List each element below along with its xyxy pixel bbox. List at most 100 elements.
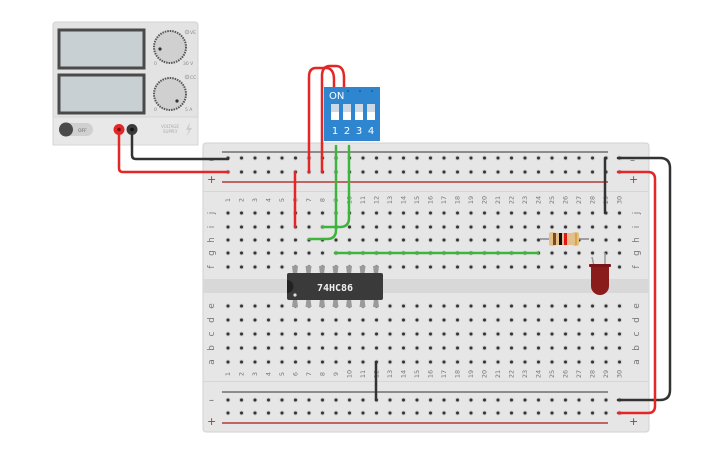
- current-max-label: 5 A: [185, 107, 193, 113]
- col-label-top: 23: [521, 196, 529, 204]
- col-label-bottom: 5: [278, 372, 286, 376]
- wires[interactable]: [117, 64, 672, 415]
- chip-label: 74HC86: [317, 283, 353, 294]
- row-label-c: c: [207, 331, 217, 336]
- row-label-b: b: [632, 345, 642, 351]
- wire-red-supply-plus[interactable]: [117, 133, 230, 174]
- voltage-knob[interactable]: [153, 30, 187, 64]
- col-label-top: 27: [575, 196, 583, 204]
- col-label-bottom: 16: [427, 370, 435, 378]
- col-label-top: 3: [251, 198, 259, 202]
- row-label-d: d: [207, 317, 217, 323]
- rail-minus-bottom-left: –: [209, 395, 214, 406]
- wire-black-supply-minus[interactable]: [130, 133, 230, 161]
- col-label-bottom: 11: [359, 370, 367, 378]
- power-switch[interactable]: OFF: [59, 122, 93, 137]
- col-label-bottom: 6: [292, 372, 300, 376]
- col-label-top: 15: [413, 196, 421, 204]
- col-label-bottom: 21: [494, 370, 502, 378]
- col-label-top: 21: [494, 196, 502, 204]
- col-label-bottom: 7: [305, 372, 313, 376]
- col-label-bottom: 15: [413, 370, 421, 378]
- col-label-bottom: 19: [467, 370, 475, 378]
- led[interactable]: [589, 253, 611, 295]
- col-label-bottom: 8: [319, 372, 327, 376]
- voltage-max-label: 30 V: [183, 61, 194, 67]
- col-label-bottom: 13: [386, 370, 394, 378]
- dip-switch-3[interactable]: 3: [355, 104, 363, 137]
- col-label-top: 1: [224, 198, 232, 202]
- wire-green-dip-1[interactable]: [307, 144, 338, 241]
- breadboard-holes[interactable]: [225, 155, 622, 416]
- rail-plus-bottom-right: +: [629, 415, 638, 428]
- current-knob[interactable]: [153, 77, 187, 111]
- col-label-bottom: 2: [238, 372, 246, 376]
- row-label-c: c: [632, 331, 642, 336]
- switch-label: OFF: [78, 128, 87, 134]
- wire-red-right-rail[interactable]: [616, 170, 657, 415]
- ic-chip[interactable]: 74HC86: [287, 266, 383, 307]
- col-label-top: 7: [305, 198, 313, 202]
- row-label-e: e: [632, 303, 642, 309]
- row-label-j: j: [632, 212, 642, 216]
- col-label-bottom: 1: [224, 372, 232, 376]
- col-label-bottom: 27: [575, 370, 583, 378]
- row-label-f: f: [207, 265, 217, 269]
- col-label-top: 11: [359, 196, 367, 204]
- wire-red-dip-1[interactable]: [307, 66, 336, 174]
- dip-switch-1[interactable]: 1: [331, 104, 339, 137]
- current-display: [57, 73, 146, 115]
- dip-number-2: 2: [344, 126, 350, 137]
- col-label-bottom: 20: [481, 370, 489, 378]
- col-label-top: 14: [400, 196, 408, 204]
- brand-label-2: SUPPLY: [163, 129, 178, 134]
- col-label-bottom: 22: [508, 370, 516, 378]
- dip-number-4: 4: [368, 126, 374, 137]
- col-label-top: 18: [454, 196, 462, 204]
- col-label-top: 4: [265, 198, 273, 202]
- row-label-i: i: [632, 226, 642, 229]
- col-label-top: 24: [535, 196, 543, 204]
- col-label-top: 20: [481, 196, 489, 204]
- power-supply[interactable]: VE 0 30 V CC 0 5 A OFF VOLTAGE SUPPLY: [52, 21, 199, 146]
- rail-plus-top-left: +: [207, 173, 216, 186]
- col-label-bottom: 18: [454, 370, 462, 378]
- col-label-bottom: 17: [440, 370, 448, 378]
- dip-on-label: ON: [329, 91, 344, 102]
- lightning-icon: [186, 122, 192, 137]
- dip-switch-4[interactable]: 4: [367, 104, 375, 137]
- col-label-top: 17: [440, 196, 448, 204]
- col-label-top: 22: [508, 196, 516, 204]
- voltage-min-label: 0: [154, 61, 157, 67]
- col-label-top: 19: [467, 196, 475, 204]
- row-label-f: f: [632, 265, 642, 269]
- center-channel: [203, 279, 649, 293]
- resistor[interactable]: [540, 232, 589, 246]
- row-label-a: a: [632, 359, 642, 365]
- col-label-bottom: 29: [602, 370, 610, 378]
- dip-number-3: 3: [356, 126, 362, 137]
- wire-red-dip-2[interactable]: [320, 64, 346, 174]
- col-label-top: 13: [386, 196, 394, 204]
- col-label-top: 5: [278, 198, 286, 202]
- row-label-g: g: [632, 250, 642, 256]
- col-label-bottom: 14: [400, 370, 408, 378]
- row-label-g: g: [207, 250, 217, 256]
- dip-switch-2[interactable]: 2: [343, 104, 351, 137]
- brand-label-1: VOLTAGE: [161, 124, 179, 129]
- breadboard[interactable]: – + – + – + – + 112233445566778899101011…: [202, 142, 650, 433]
- row-label-i: i: [207, 226, 217, 229]
- row-label-a: a: [207, 359, 217, 365]
- wire-green-dip-2[interactable]: [320, 144, 351, 229]
- col-label-bottom: 28: [589, 370, 597, 378]
- col-label-bottom: 10: [346, 370, 354, 378]
- col-label-bottom: 25: [548, 370, 556, 378]
- col-label-bottom: 26: [562, 370, 570, 378]
- wire-black-right-rail[interactable]: [616, 156, 672, 402]
- dip-number-1: 1: [332, 126, 338, 137]
- row-label-b: b: [207, 345, 217, 351]
- rail-plus-bottom-left: +: [207, 415, 216, 428]
- col-label-top: 28: [589, 196, 597, 204]
